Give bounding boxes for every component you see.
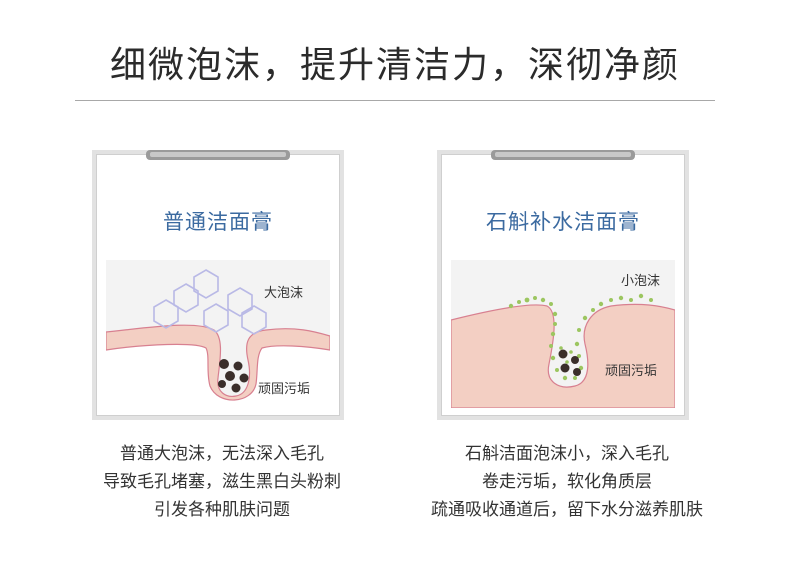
description-line: 普通大泡沫，无法深入毛孔: [120, 444, 324, 464]
card-title: 石斛补水洁面膏: [486, 210, 640, 234]
headline: 细微泡沫，提升清洁力，深彻净颜: [109, 45, 680, 86]
dirt-label: 顽固污垢: [258, 382, 311, 397]
regular-description: 普通大泡沫，无法深入毛孔 导致毛孔堵塞，滋生黑白头粉刺 引发各种肌肤问题: [52, 440, 392, 524]
description-line: 卷走污垢，软化角质层: [482, 472, 652, 492]
clipboard-clip-icon: [491, 150, 635, 160]
pore-diagram-large-foam: [106, 260, 330, 408]
card-title: 普通洁面膏: [163, 210, 273, 234]
comparison-card-regular: 普通洁面膏 大泡沫 顽固污垢: [92, 150, 344, 420]
description-line: 石斛洁面泡沫小，深入毛孔: [465, 444, 669, 464]
foam-label: 小泡沫: [621, 274, 661, 289]
description-line: 引发各种肌肤问题: [154, 500, 290, 520]
clipboard-clip-icon: [146, 150, 290, 160]
comparison-card-dendrobium: 石斛补水洁面膏 小泡沫 顽固污垢: [437, 150, 689, 420]
description-line: 导致毛孔堵塞，滋生黑白头粉刺: [103, 472, 341, 492]
dendrobium-description: 石斛洁面泡沫小，深入毛孔 卷走污垢，软化角质层 疏通吸收通道后，留下水分滋养肌肤: [397, 440, 737, 524]
description-line: 疏通吸收通道后，留下水分滋养肌肤: [431, 500, 703, 520]
pore-diagram-small-foam: [451, 260, 675, 408]
divider: [75, 100, 715, 101]
dirt-label: 顽固污垢: [605, 364, 658, 379]
foam-label: 大泡沫: [264, 286, 304, 301]
